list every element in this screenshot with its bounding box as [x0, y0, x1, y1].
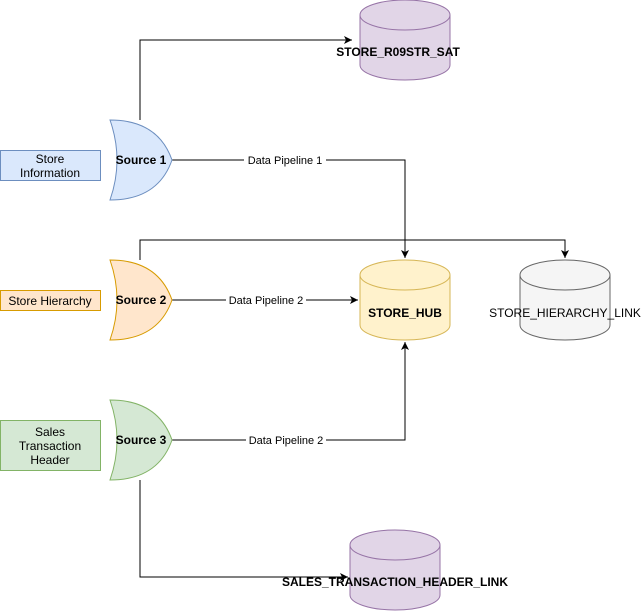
source-1-shape — [109, 119, 173, 201]
edge-source3-sales-link — [139, 480, 348, 581]
pipeline-2-label: Data Pipeline 2 — [229, 295, 304, 307]
sales-line1: Sales — [35, 425, 65, 439]
store-hub-label: STORE_HUB — [368, 306, 442, 320]
edge-source2-hierarchy-link — [139, 239, 569, 260]
store-information-line2: Information — [20, 166, 80, 180]
store-hierarchy-box — [0, 290, 101, 311]
sales-transaction-header-link-cylinder — [349, 529, 441, 611]
store-hierarchy-link-label: STORE_HIERARCHY_LINK — [489, 306, 641, 320]
store-r09str-sat-label: STORE_R09STR_SAT — [336, 45, 460, 59]
store-hierarchy-link-cylinder — [519, 259, 611, 341]
source-2-label: Source 2 — [116, 293, 167, 307]
source-3-label: Source 3 — [116, 433, 167, 447]
pipeline-3-label: Data Pipeline 2 — [249, 435, 324, 447]
store-information-box — [0, 150, 101, 181]
source-1-label: Source 1 — [116, 153, 167, 167]
edge-source1-hub — [172, 159, 409, 258]
sales-transaction-header-box — [0, 420, 101, 471]
sales-line3: Header — [30, 453, 69, 467]
pipeline-1-label: Data Pipeline 1 — [248, 155, 323, 167]
source-2-shape — [109, 259, 173, 341]
source-3-shape — [109, 399, 173, 481]
edge-source1-sat — [139, 36, 352, 120]
sales-line2: Transaction — [19, 439, 81, 453]
store-r09str-sat-cylinder — [359, 0, 451, 81]
edge-source3-hub — [172, 342, 409, 441]
sales-transaction-header-link-label: SALES_TRANSACTION_HEADER_LINK — [282, 575, 508, 589]
store-hierarchy-label: Store Hierarchy — [8, 294, 91, 308]
store-hub-cylinder — [359, 259, 451, 341]
store-information-line1: Store — [36, 152, 65, 166]
